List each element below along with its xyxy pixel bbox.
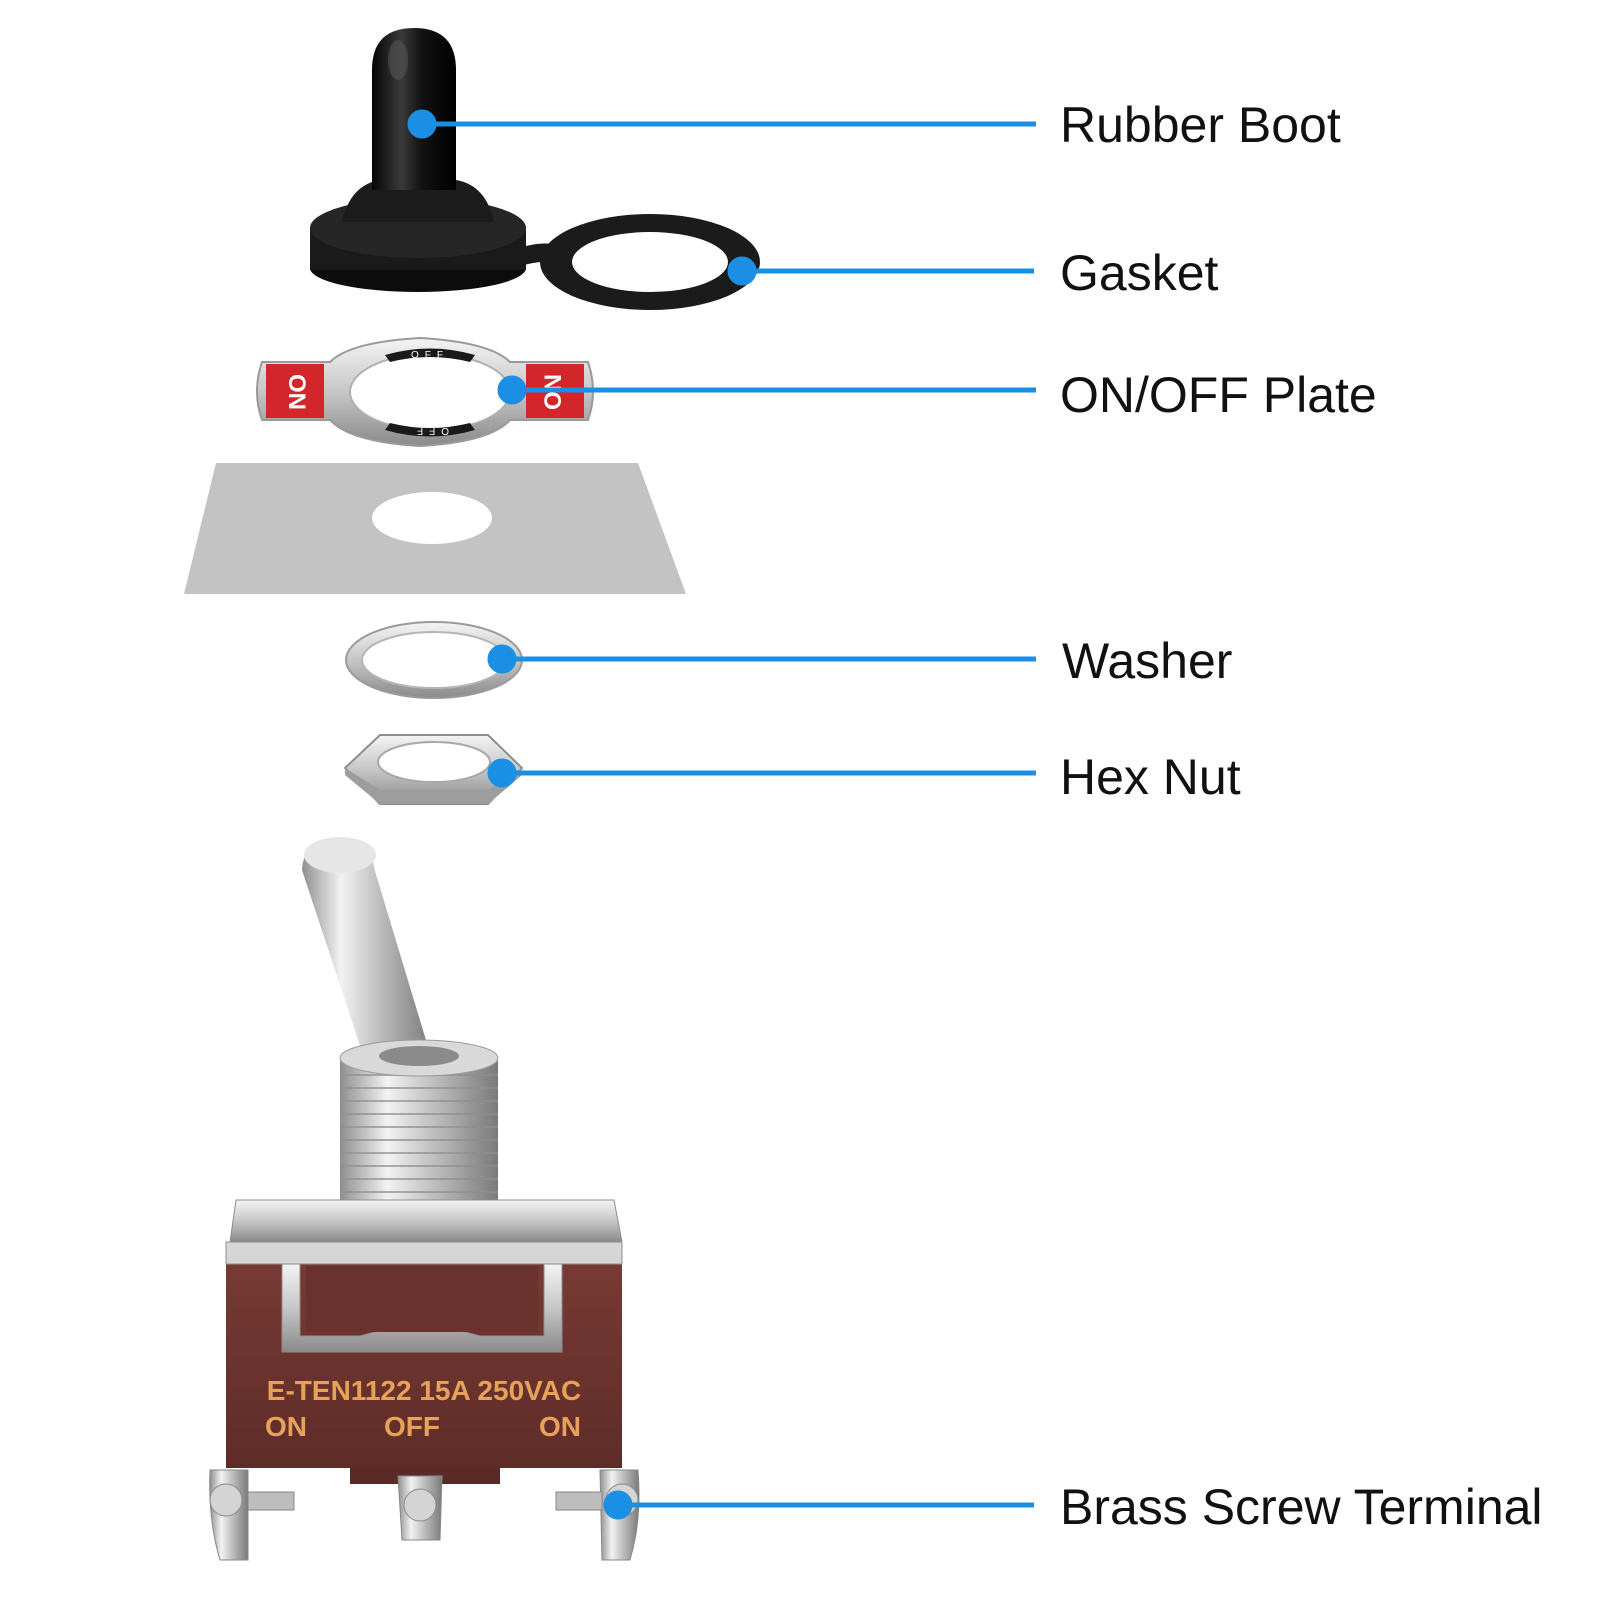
- switch-pos-left: ON: [265, 1411, 307, 1442]
- plate-off-bottom: OFF: [411, 425, 449, 436]
- leader-dot-brass-screw-terminal: [603, 1490, 633, 1520]
- label-brass-screw-terminal: Brass Screw Terminal: [1060, 1479, 1543, 1535]
- gasket-icon: [510, 214, 760, 310]
- label-gasket: Gasket: [1060, 245, 1219, 301]
- toggle-switch-icon: E-TEN1122 15A 250VAC ON OFF ON: [209, 837, 640, 1561]
- on-off-plate-icon: ON ON OFF OFF: [256, 336, 594, 448]
- label-washer: Washer: [1062, 633, 1233, 689]
- leader-dot-hex-nut: [487, 758, 517, 788]
- leader-lines: [407, 109, 1036, 1520]
- leader-dot-gasket: [727, 256, 757, 286]
- leader-dot-rubber-boot: [407, 109, 437, 139]
- label-on-off-plate: ON/OFF Plate: [1060, 367, 1377, 423]
- switch-pos-center: OFF: [384, 1411, 440, 1442]
- leader-dot-washer: [487, 644, 517, 674]
- plate-off-top: OFF: [411, 350, 449, 361]
- switch-pos-right: ON: [539, 1411, 581, 1442]
- leader-dot-on-off-plate: [497, 375, 527, 405]
- plate-on-left: ON: [283, 374, 310, 410]
- label-rubber-boot: Rubber Boot: [1060, 97, 1341, 153]
- label-hex-nut: Hex Nut: [1060, 749, 1241, 805]
- mounting-panel-icon: [184, 463, 686, 594]
- rubber-boot-icon: [310, 28, 526, 292]
- switch-model-text: E-TEN1122 15A 250VAC: [267, 1375, 581, 1406]
- hex-nut-icon: [343, 734, 524, 805]
